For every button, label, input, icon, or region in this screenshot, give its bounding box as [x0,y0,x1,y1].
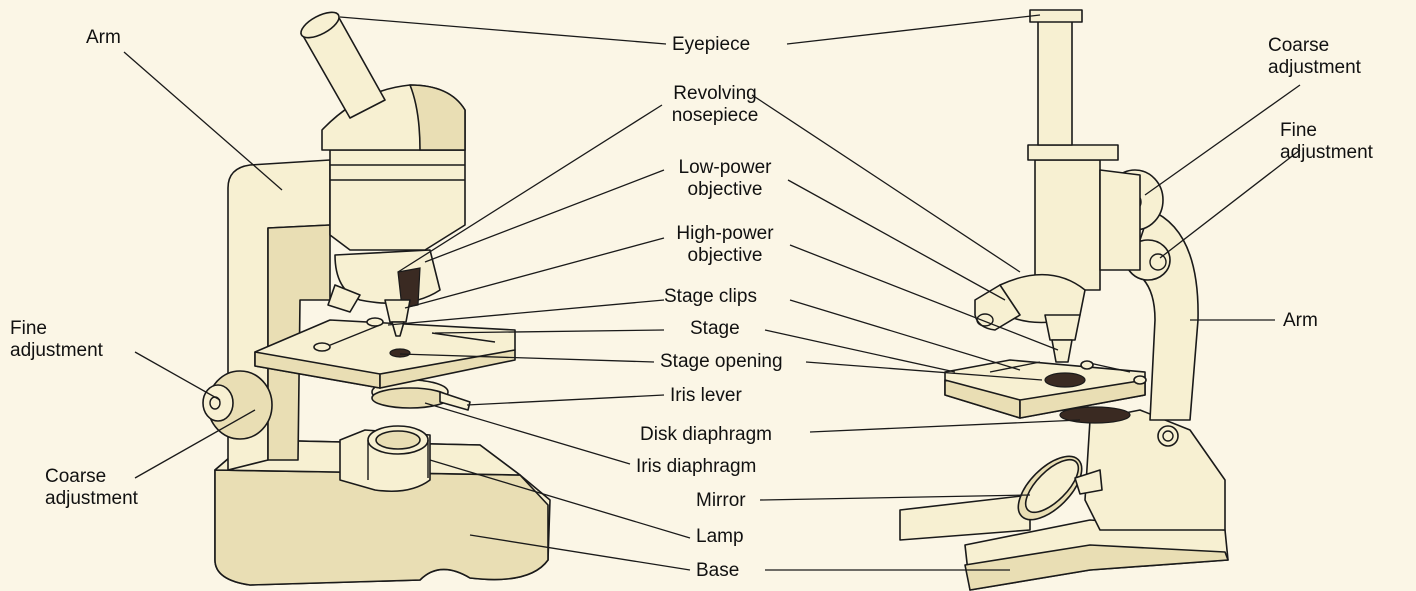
label-base: Base [696,560,739,582]
label-disk-diaphragm: Disk diaphragm [640,424,772,446]
right-stage-opening [1045,373,1085,387]
label-stage: Stage [690,318,740,340]
label-coarse-adjustment-left: Coarse adjustment [45,466,138,510]
left-stage-opening [390,349,410,357]
left-high-power-objective [385,300,410,322]
label-eyepiece: Eyepiece [672,34,750,56]
right-base [900,495,1030,540]
label-arm-left: Arm [86,27,121,49]
right-eyepiece [1038,18,1072,145]
label-fine-adjustment-right: Fine adjustment [1280,120,1373,164]
label-fine-adjustment-left: Fine adjustment [10,318,103,362]
label-iris-lever: Iris lever [670,385,742,407]
label-iris-diaphragm: Iris diaphragm [636,456,756,478]
label-stage-clips: Stage clips [664,286,757,308]
right-pillar [1085,410,1225,530]
label-arm-right: Arm [1283,310,1318,332]
right-high-power-objective [1045,315,1080,340]
label-mirror: Mirror [696,490,746,512]
left-fine-knob [203,385,233,421]
label-high-power-objective: High-power objective [660,223,790,267]
label-lamp: Lamp [696,526,744,548]
label-coarse-adjustment-right: Coarse adjustment [1268,35,1361,79]
right-microscope [900,10,1228,590]
right-body-tube [1035,160,1100,290]
label-revolving-nosepiece: Revolving nosepiece [660,83,770,127]
label-stage-opening: Stage opening [660,351,783,373]
left-microscope [203,7,550,585]
label-low-power-objective: Low-power objective [660,157,790,201]
